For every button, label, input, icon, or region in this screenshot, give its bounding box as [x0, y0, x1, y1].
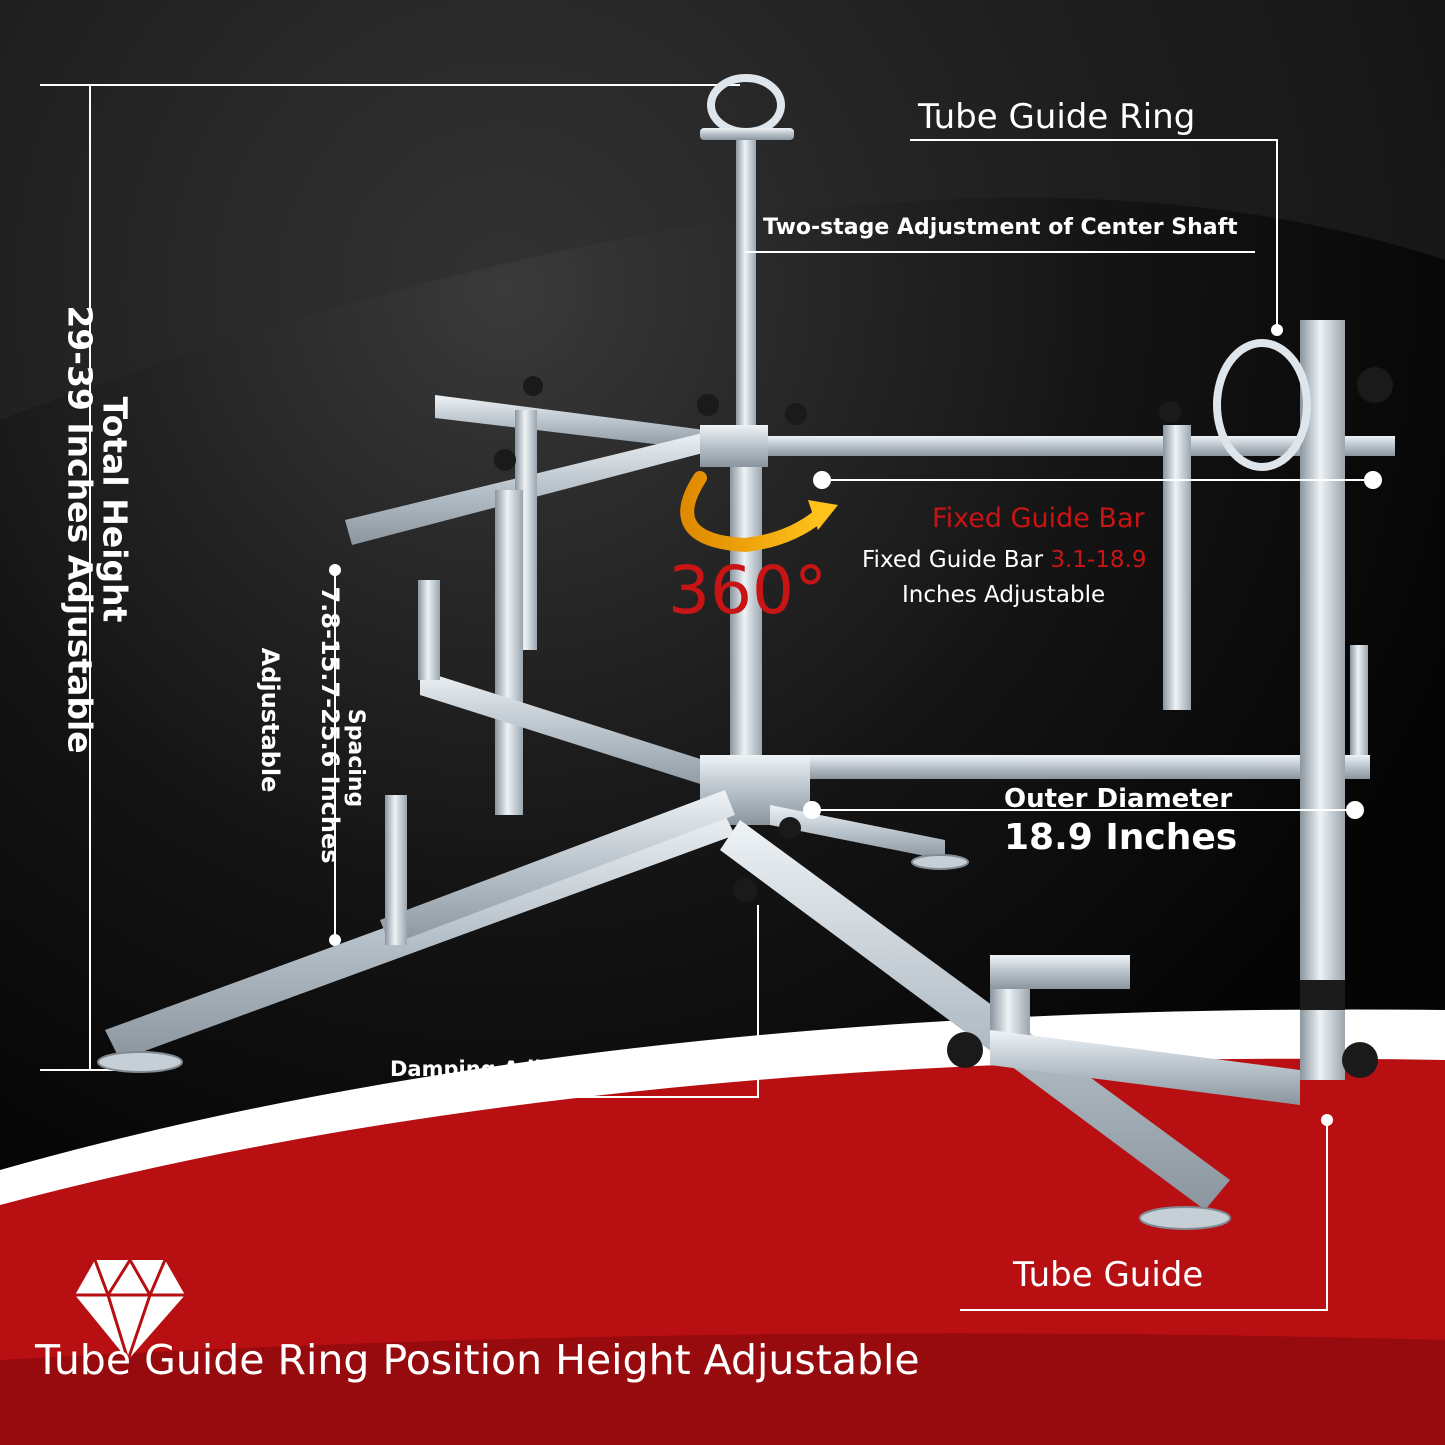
fixed-bar-title: Fixed Guide Bar — [932, 503, 1145, 534]
fixed-bar-range: 3.1-18.9 — [1050, 547, 1147, 573]
outer-diameter-dimension — [803, 801, 1364, 819]
tube-guide-ring-shape — [1213, 339, 1311, 471]
upper-hub — [700, 425, 768, 467]
banner-shadow — [0, 1333, 1445, 1445]
background-sheen — [0, 0, 1445, 420]
tube-guide-label: Tube Guide — [1013, 1255, 1204, 1295]
curved-arrow-icon — [680, 471, 827, 553]
upper-knobs — [494, 376, 1181, 471]
banner-text: Tube Guide Ring Position Height Adjustab… — [35, 1336, 920, 1384]
leader-dots — [1271, 324, 1333, 1126]
damping-knob-label: Damping Adjustment Knob — [390, 1057, 709, 1081]
lower-post-left — [418, 580, 440, 680]
base-feet — [97, 854, 1231, 1230]
center-shaft-lower — [730, 440, 762, 790]
tube-guide-ring-label: Tube Guide Ring — [918, 97, 1196, 137]
lower-post-right — [1350, 645, 1368, 755]
diamond-icon — [75, 1257, 185, 1361]
arrow-head — [808, 500, 838, 530]
spacing-adjustable: Adjustable — [256, 647, 284, 793]
upper-arm-back-left — [435, 395, 705, 450]
fixed-bar-line: Fixed Guide Bar 3.1-18.9 — [862, 549, 1147, 572]
lower-arm-back-left — [420, 670, 735, 795]
total-height-value: 29-39 Inches Adjustable — [60, 305, 100, 754]
base-leg-front-right — [720, 820, 1230, 1210]
tube-guide-bracket-h — [990, 955, 1130, 989]
center-shaft-label: Two-stage Adjustment of Center Shaft — [763, 215, 1238, 240]
lower-arm-right — [760, 755, 1370, 779]
spacing-title: Spacing — [343, 708, 368, 808]
tube-guide-knobs — [733, 367, 1393, 1078]
fixed-bar-dimension — [813, 471, 1382, 489]
outer-diameter-title: Outer Diameter — [1004, 784, 1233, 814]
center-shaft-upper — [736, 130, 756, 440]
tube-guide-sleeve — [1300, 980, 1345, 1010]
spacing-dimension — [329, 564, 341, 946]
spacing-value: 7.8-15.7-25.6 Inches — [316, 586, 344, 864]
upper-post-b — [495, 490, 523, 815]
fixed-bar-prefix: Fixed Guide Bar — [862, 547, 1051, 573]
top-ring-plate — [700, 128, 794, 140]
fixed-bar-adjustable: Inches Adjustable — [902, 582, 1106, 608]
outer-diameter-value: 18.9 Inches — [1004, 817, 1238, 858]
upper-post-c — [1163, 425, 1191, 710]
threaded-post — [385, 795, 407, 945]
leader-lines — [390, 139, 1328, 1311]
base-leg-mid-left — [380, 790, 735, 945]
rotation-label: 360° — [668, 552, 827, 629]
total-height-title: Total Height — [95, 396, 135, 623]
tube-guide-base-arm — [990, 1030, 1300, 1105]
tube-guide-post — [1300, 320, 1345, 1080]
